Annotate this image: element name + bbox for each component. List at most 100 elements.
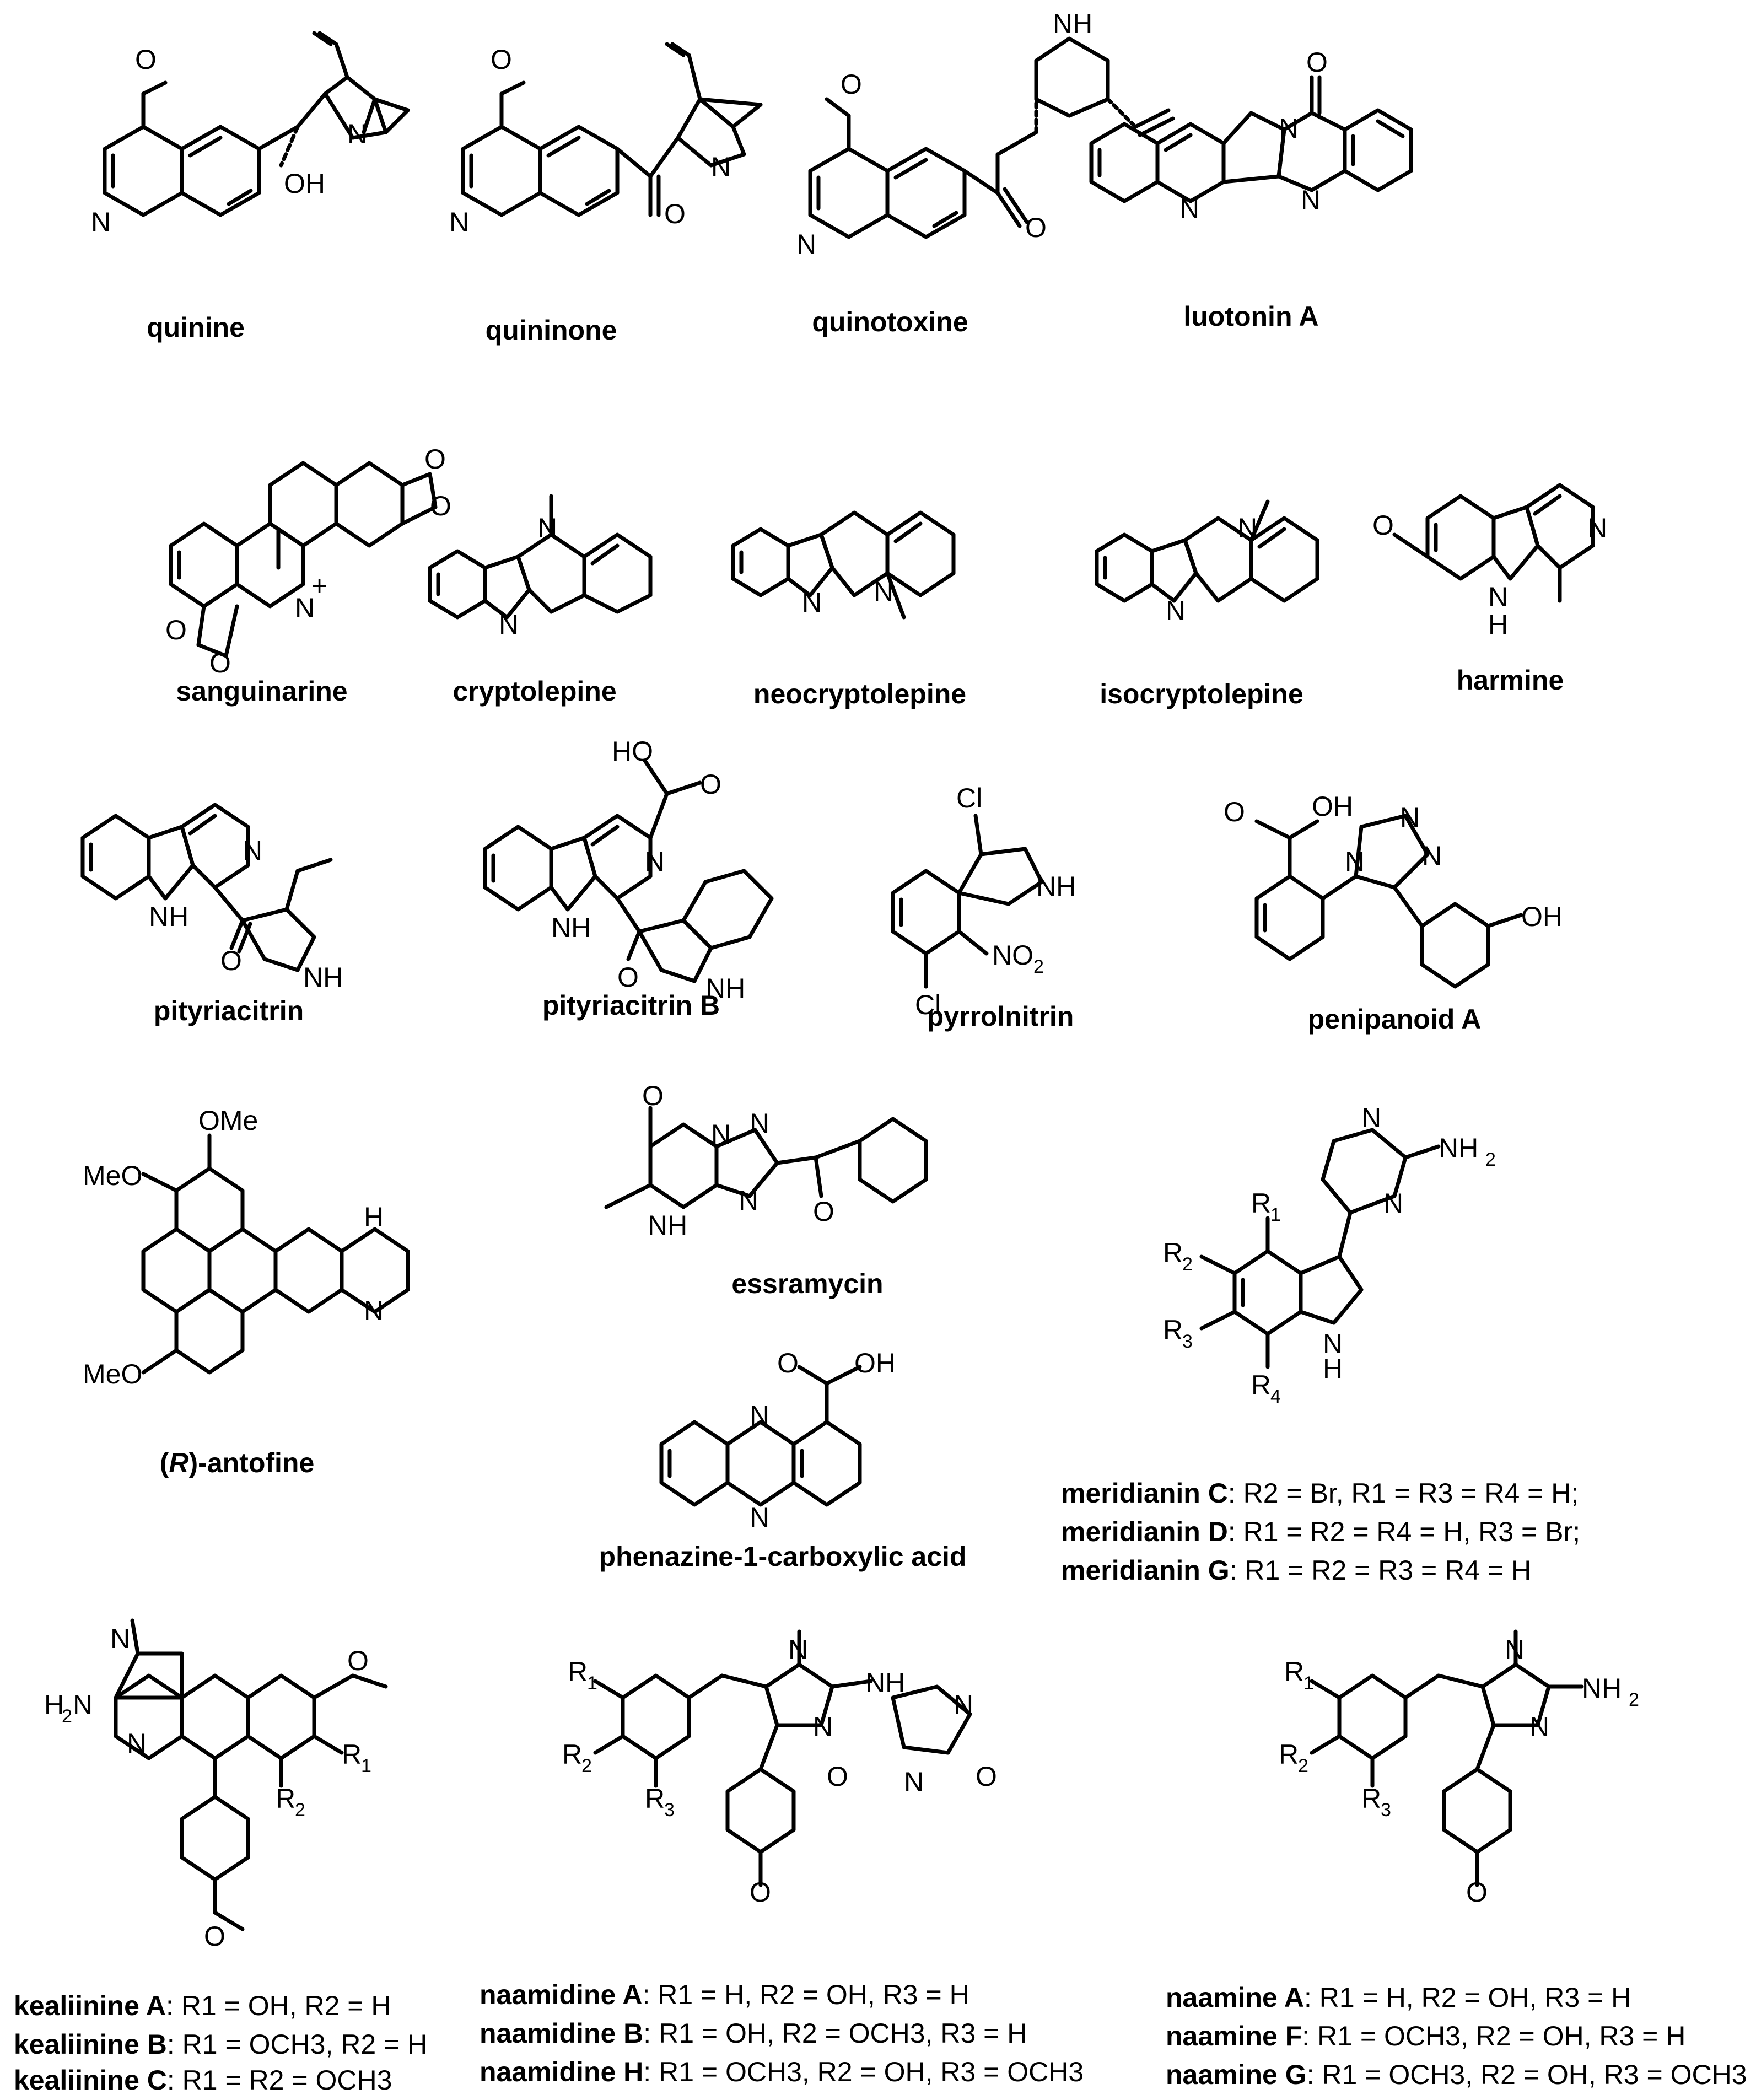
- penipanoid-oh2-label: OH: [1521, 901, 1563, 932]
- pyrrolnitrin-cl2-label: Cl: [915, 989, 941, 1020]
- kealiinine-def-0-rest: : R1 = OH, R2 = H: [166, 1990, 391, 2021]
- naamine-r3-label: R: [1361, 1783, 1381, 1814]
- essramycin-nh-label: NH: [648, 1210, 687, 1241]
- quinine-o-label: O: [135, 44, 157, 75]
- kealiinine-o-label: O: [347, 1645, 369, 1676]
- naamidine-r1-sub: 1: [587, 1673, 597, 1694]
- luotonin-n1-label: N: [1179, 193, 1199, 224]
- phenazine-structure: N N O OH: [659, 1348, 896, 1533]
- quinine-name: quinine: [147, 312, 245, 343]
- neocryptolepine-n1-label: N: [802, 587, 822, 618]
- meridianin-structure: N N NH 2 N H R 1 R 2 R 3 R 4: [1163, 1102, 1496, 1407]
- meridianin-nh2-label: NH: [1439, 1133, 1478, 1164]
- sanguinarine-n-label: N: [295, 593, 315, 623]
- naamidine-n3-label: N: [954, 1689, 973, 1720]
- pityriacitrin-b-o2-label: O: [700, 769, 721, 800]
- label-pityriacitrin: pityriacitrin: [154, 995, 304, 1027]
- meridianin-def-1: meridianin D: R1 = R2 = R4 = H, R3 = Br;: [1061, 1516, 1580, 1548]
- kealiinine-r2-label: R: [276, 1783, 295, 1814]
- harmine-nh-n-label: N: [1488, 581, 1508, 612]
- harmine-name: harmine: [1456, 665, 1564, 696]
- naamine-n1-label: N: [1505, 1634, 1525, 1665]
- kealiinine-r2-sub: 2: [295, 1800, 305, 1821]
- naamidine-n4-label: N: [904, 1767, 924, 1797]
- label-phenazine: phenazine-1-carboxylic acid: [599, 1541, 967, 1573]
- pityriacitrin-n-label: N: [243, 835, 262, 866]
- naamidine-structure: R 1 R 2 R 3 N N NH N O O N O: [562, 1629, 997, 1908]
- harmine-o-label: O: [1372, 510, 1394, 541]
- meridianin-n1-label: N: [1361, 1102, 1381, 1133]
- label-harmine: harmine: [1457, 664, 1564, 696]
- naamidine-def-2-name: naamidine H: [480, 2056, 644, 2087]
- label-quinotoxine: quinotoxine: [812, 306, 968, 338]
- meridianin-n3-label: N: [1323, 1328, 1343, 1359]
- naamine-def-2: naamine G: R1 = OCH3, R2 = OH, R3 = OCH3: [1166, 2059, 1747, 2091]
- pityriacitrin-b-o-label: O: [617, 962, 639, 993]
- kealiinine-def-1-rest: : R1 = OCH3, R2 = H: [166, 2029, 428, 2060]
- neocryptolepine-structure: N N: [731, 510, 956, 620]
- meridianin-def-2-rest: : R1 = R2 = R3 = R4 = H: [1229, 1555, 1532, 1586]
- quinotoxine-nh-label: NH: [1053, 8, 1092, 39]
- isocryptolepine-structure: N N: [1095, 499, 1319, 626]
- naamidine-o1-label: O: [827, 1761, 848, 1792]
- kealiinine-def-0: kealiinine A: R1 = OH, R2 = H: [14, 1990, 391, 2022]
- essramycin-n3-label: N: [739, 1185, 758, 1216]
- pityriacitrin-b-nh2-label: NH: [705, 973, 745, 1004]
- sanguinarine-o4-label: O: [209, 648, 231, 679]
- antofine-structure: OMe MeO MeO H N: [83, 1105, 410, 1390]
- kealiinine-def-2: kealiinine C: R1 = R2 = OCH3: [14, 2064, 392, 2096]
- pityriacitrin-b-name: pityriacitrin B: [542, 990, 720, 1021]
- kealiinine-def-0-name: kealiinine A: [14, 1990, 166, 2021]
- kealiinine-h2n-sub: 2: [62, 1706, 72, 1727]
- luotonin-n3-label: N: [1301, 185, 1321, 216]
- penipanoid-n3-label: N: [1422, 841, 1442, 871]
- isocryptolepine-n1-label: N: [1166, 595, 1186, 626]
- penipanoid-o-label: O: [1224, 796, 1245, 827]
- kealiinine-r1-label: R: [342, 1739, 362, 1770]
- naamine-r1-sub: 1: [1303, 1673, 1314, 1694]
- luotonin-a-structure: N N N O: [1089, 47, 1413, 224]
- antofine-r: R: [169, 1447, 189, 1478]
- phenazine-o-label: O: [777, 1348, 799, 1379]
- pityriacitrin-b-n-label: N: [645, 846, 665, 877]
- naamidine-o2-label: O: [976, 1761, 997, 1792]
- label-neocryptolepine: neocryptolepine: [753, 678, 966, 710]
- pyrrolnitrin-cl1-label: Cl: [956, 783, 982, 814]
- antofine-ome-label: OMe: [198, 1105, 258, 1136]
- naamidine-n1-label: N: [788, 1634, 808, 1665]
- pityriacitrin-nh2-label: NH: [303, 962, 343, 993]
- meridianin-r3-sub: 3: [1182, 1331, 1193, 1352]
- meridianin-nh2-sub: 2: [1485, 1149, 1496, 1170]
- naamine-def-2-name: naamine G: [1166, 2059, 1307, 2090]
- kealiinine-h2n-label: H: [44, 1689, 64, 1720]
- label-quininone: quininone: [486, 314, 617, 346]
- naamine-r1-label: R: [1284, 1656, 1304, 1687]
- naamidine-def-2-rest: : R1 = OCH3, R2 = OH, R3 = OCH3: [643, 2056, 1084, 2087]
- quininone-n2-label: N: [711, 152, 731, 182]
- naamidine-def-0-name: naamidine A: [480, 1979, 643, 2010]
- harmine-structure: O N N H: [1372, 483, 1607, 640]
- essramycin-name: essramycin: [731, 1268, 884, 1299]
- meridianin-def-0: meridianin C: R2 = Br, R1 = R3 = R4 = H;: [1061, 1477, 1579, 1509]
- quinine-n-label: N: [91, 207, 111, 238]
- phenazine-oh-label: OH: [854, 1348, 896, 1379]
- cryptolepine-n2-label: N: [499, 609, 519, 640]
- antofine-meo1-label: MeO: [83, 1160, 142, 1191]
- pityriacitrin-b-nh-label: NH: [551, 912, 591, 943]
- naamine-def-0-name: naamine A: [1166, 1982, 1305, 2013]
- antofine-prefix: (: [159, 1447, 169, 1478]
- naamine-o-label: O: [1466, 1877, 1488, 1908]
- sanguinarine-name: sanguinarine: [176, 676, 348, 707]
- kealiinine-def-2-rest: : R1 = R2 = OCH3: [166, 2065, 392, 2096]
- pyrrolnitrin-structure: Cl NH NO 2 Cl: [891, 783, 1076, 1020]
- naamidine-def-0: naamidine A: R1 = H, R2 = OH, R3 = H: [480, 1979, 969, 2011]
- label-sanguinarine: sanguinarine: [176, 675, 347, 707]
- quininone-o-label: O: [491, 44, 512, 75]
- naamidine-def-2: naamidine H: R1 = OCH3, R2 = OH, R3 = OC…: [480, 2056, 1084, 2088]
- antofine-suffix: )-antofine: [188, 1447, 315, 1478]
- label-cryptolepine: cryptolepine: [453, 675, 616, 707]
- harmine-n-label: N: [1587, 513, 1607, 543]
- naamine-r2-label: R: [1279, 1739, 1299, 1770]
- meridianin-r2-label: R: [1163, 1237, 1183, 1268]
- naamine-structure: R 1 R 2 R 3 N N NH 2 O: [1279, 1629, 1639, 1908]
